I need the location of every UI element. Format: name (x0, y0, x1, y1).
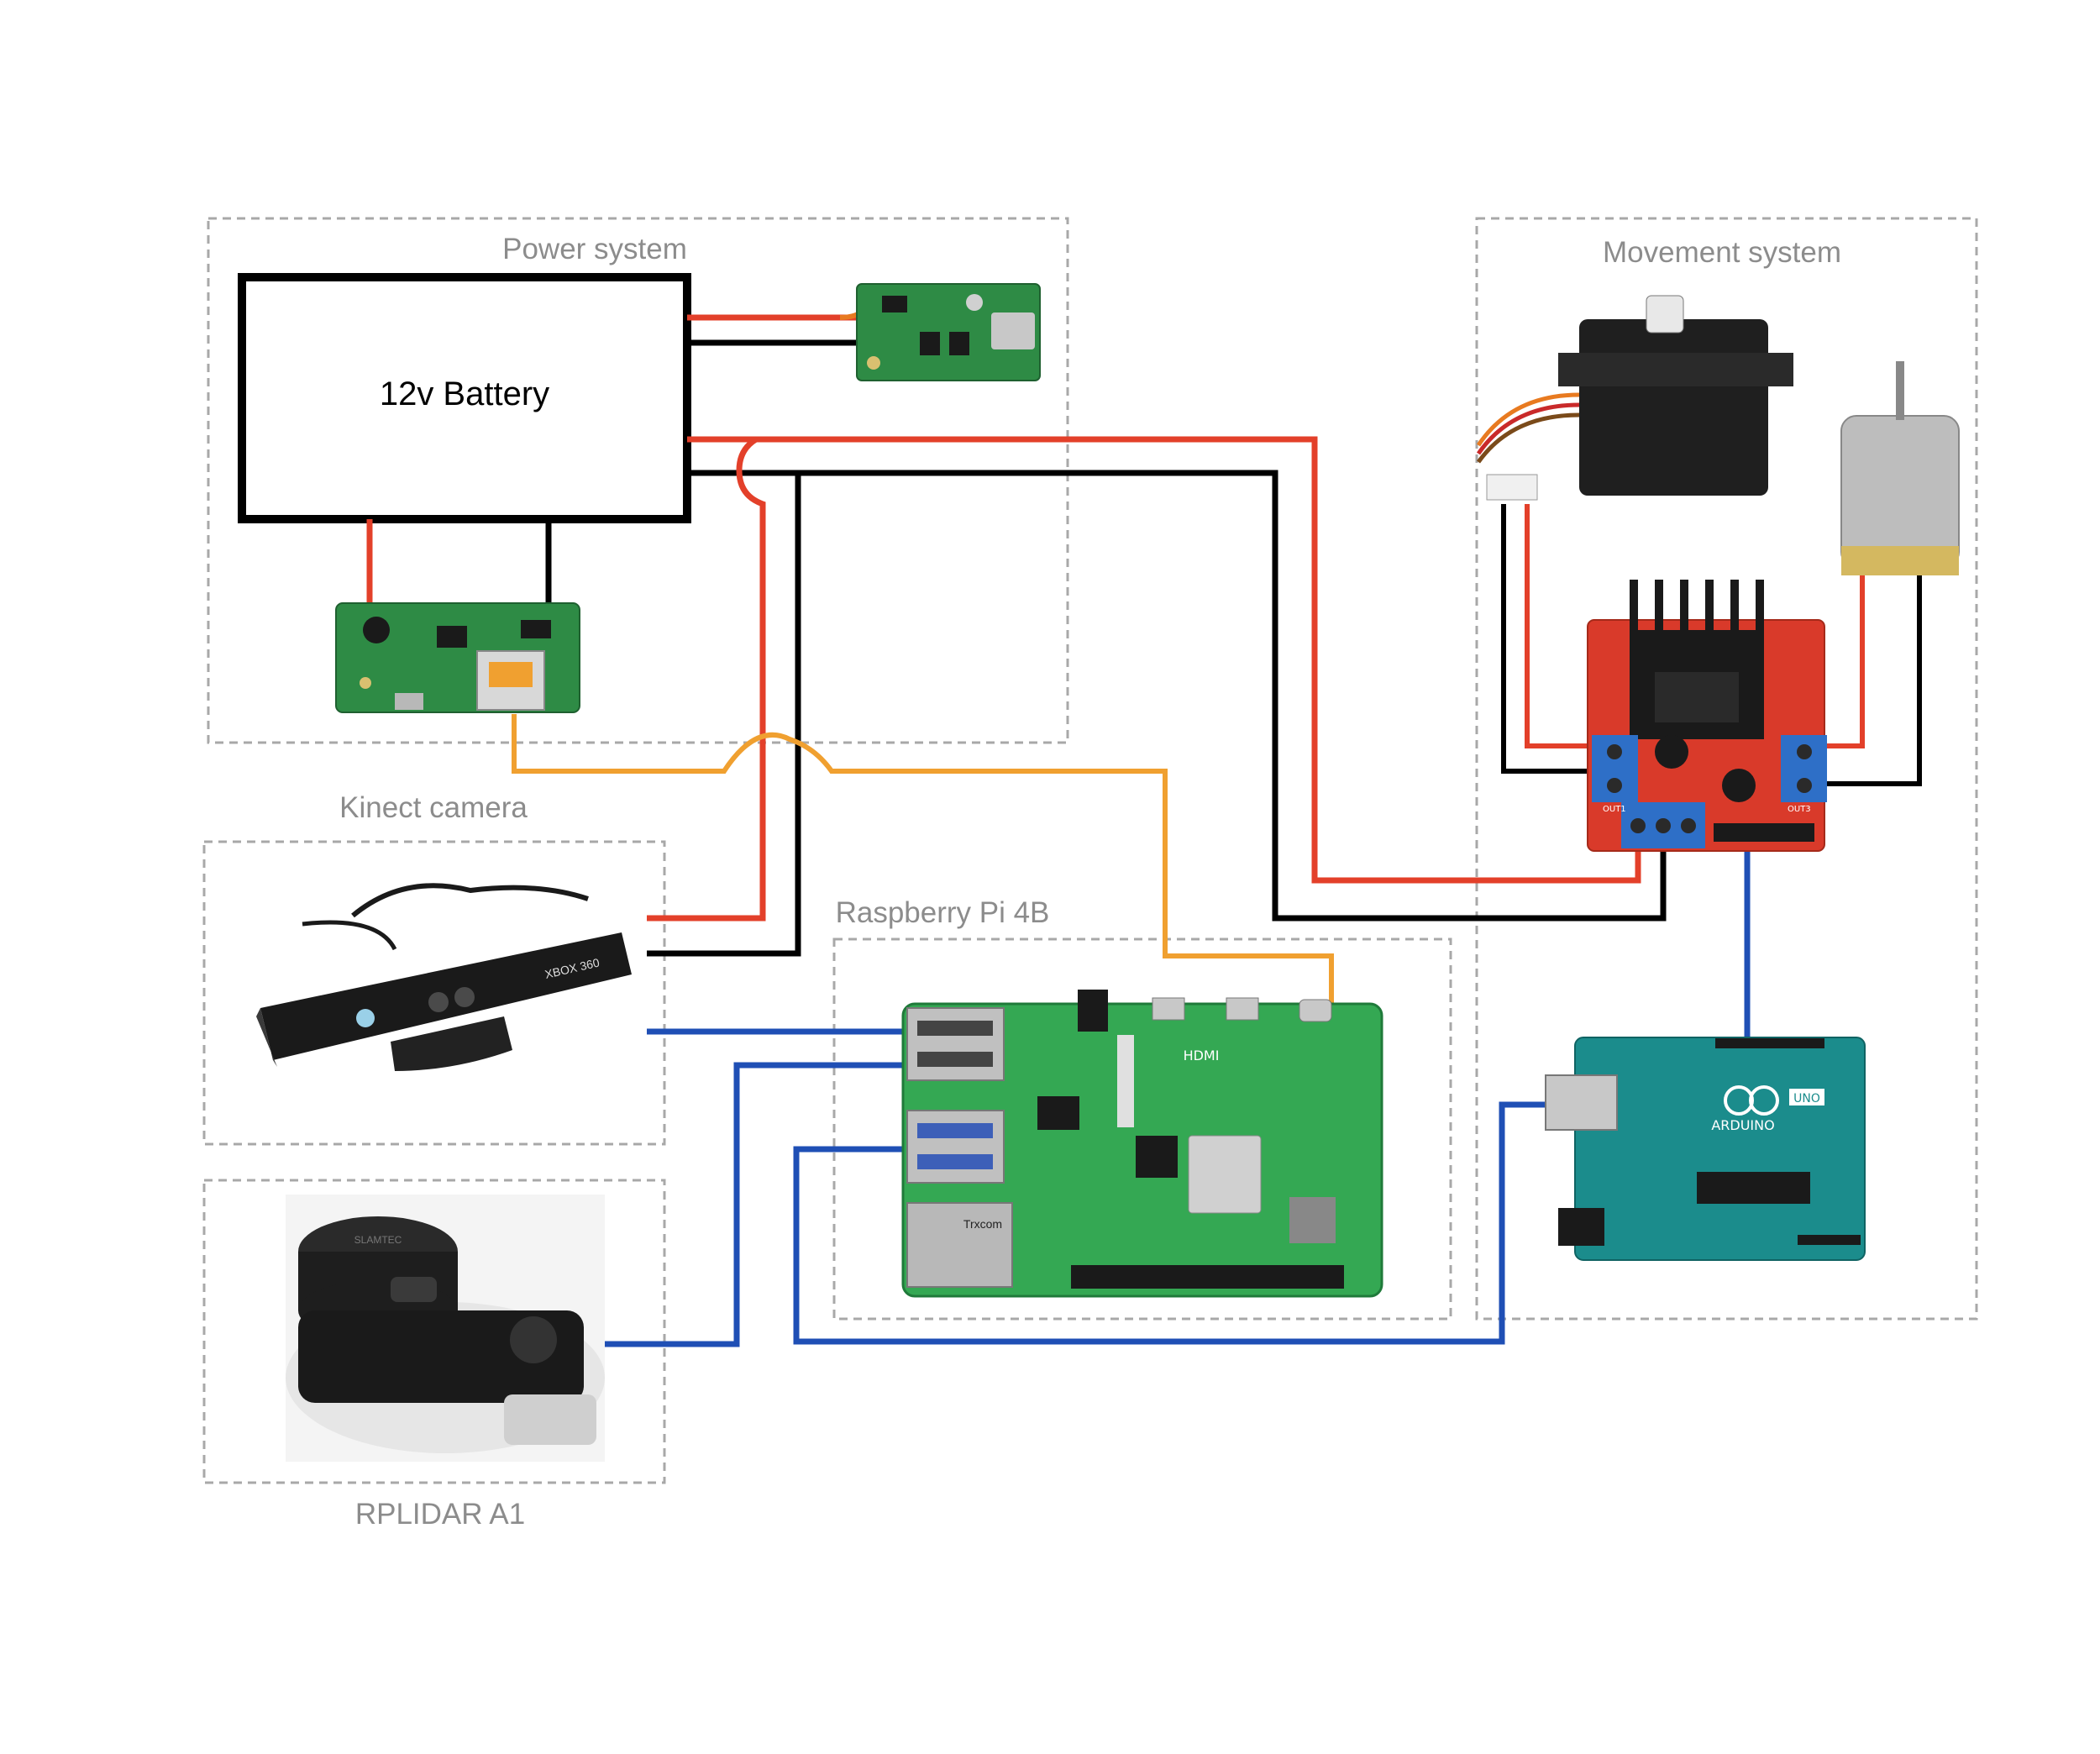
lidar-brand-label: SLAMTEC (354, 1234, 402, 1246)
pi-usb-port-1 (906, 1007, 1005, 1081)
rplidar: SLAMTEC (286, 1195, 605, 1462)
wire-usb-power-to-pi (512, 714, 1334, 1008)
wire-battery-to-driver-black (687, 470, 1667, 922)
wire-battery-to-driver-red (687, 436, 1641, 884)
kinect-camera-group (202, 840, 666, 1146)
driver-out3-label: OUT3 (1788, 805, 1811, 814)
usb-power-converter-board (335, 602, 580, 713)
arduino-model-label: UNO (1793, 1092, 1820, 1105)
battery-label: 12v Battery (380, 375, 549, 412)
pi-hdmi-label: HDMI (1184, 1048, 1220, 1063)
usb-c-charger-board (856, 283, 1041, 381)
battery-box (238, 273, 691, 523)
raspberry-pi-group (832, 937, 1452, 1321)
wire-motor-black (1814, 571, 1922, 786)
kinect-camera-label: Kinect camera (339, 791, 528, 824)
arduino-brand-label: ARDUINO (1711, 1117, 1774, 1133)
raspberry-pi-label: Raspberry Pi 4B (836, 896, 1050, 929)
power-system-group (207, 217, 1069, 744)
movement-system-label: Movement system (1603, 236, 1841, 269)
pi-usb-port-2 (906, 1110, 1005, 1184)
wire-motor-red (1814, 571, 1865, 748)
wire-servo-red (1525, 504, 1604, 748)
rplidar-label: RPLIDAR A1 (355, 1498, 525, 1531)
kinect-camera: XBOX 360 (242, 857, 645, 1126)
driver-out1-label: OUT1 (1603, 805, 1626, 814)
pi-gpio-header (1071, 1265, 1344, 1289)
wire-battery-to-kinect-black (647, 473, 801, 957)
servo-motor (1476, 295, 1793, 501)
wire-pi-to-arduino (793, 1101, 1554, 1345)
wire-battery-to-kinect-red (647, 436, 767, 922)
pi-lan-label: Trxcom (963, 1217, 1002, 1231)
power-system-label: Power system (502, 233, 687, 265)
rplidar-group (202, 1179, 666, 1484)
l298n-motor-driver: OUT1 OUT3 (1587, 580, 1827, 852)
wire-lidar-to-pi (588, 1062, 924, 1347)
dc-motor (1840, 361, 1960, 575)
wire-servo-black (1501, 504, 1604, 774)
arduino-usb-port (1545, 1074, 1618, 1131)
raspberry-pi-board: Trxcom HDMI (901, 990, 1383, 1298)
arduino-uno: ARDUINO UNO (1545, 1037, 1866, 1261)
pi-soc-chip (1188, 1135, 1262, 1214)
movement-system-group (1475, 217, 1978, 1321)
pi-ethernet-port (906, 1202, 1013, 1288)
